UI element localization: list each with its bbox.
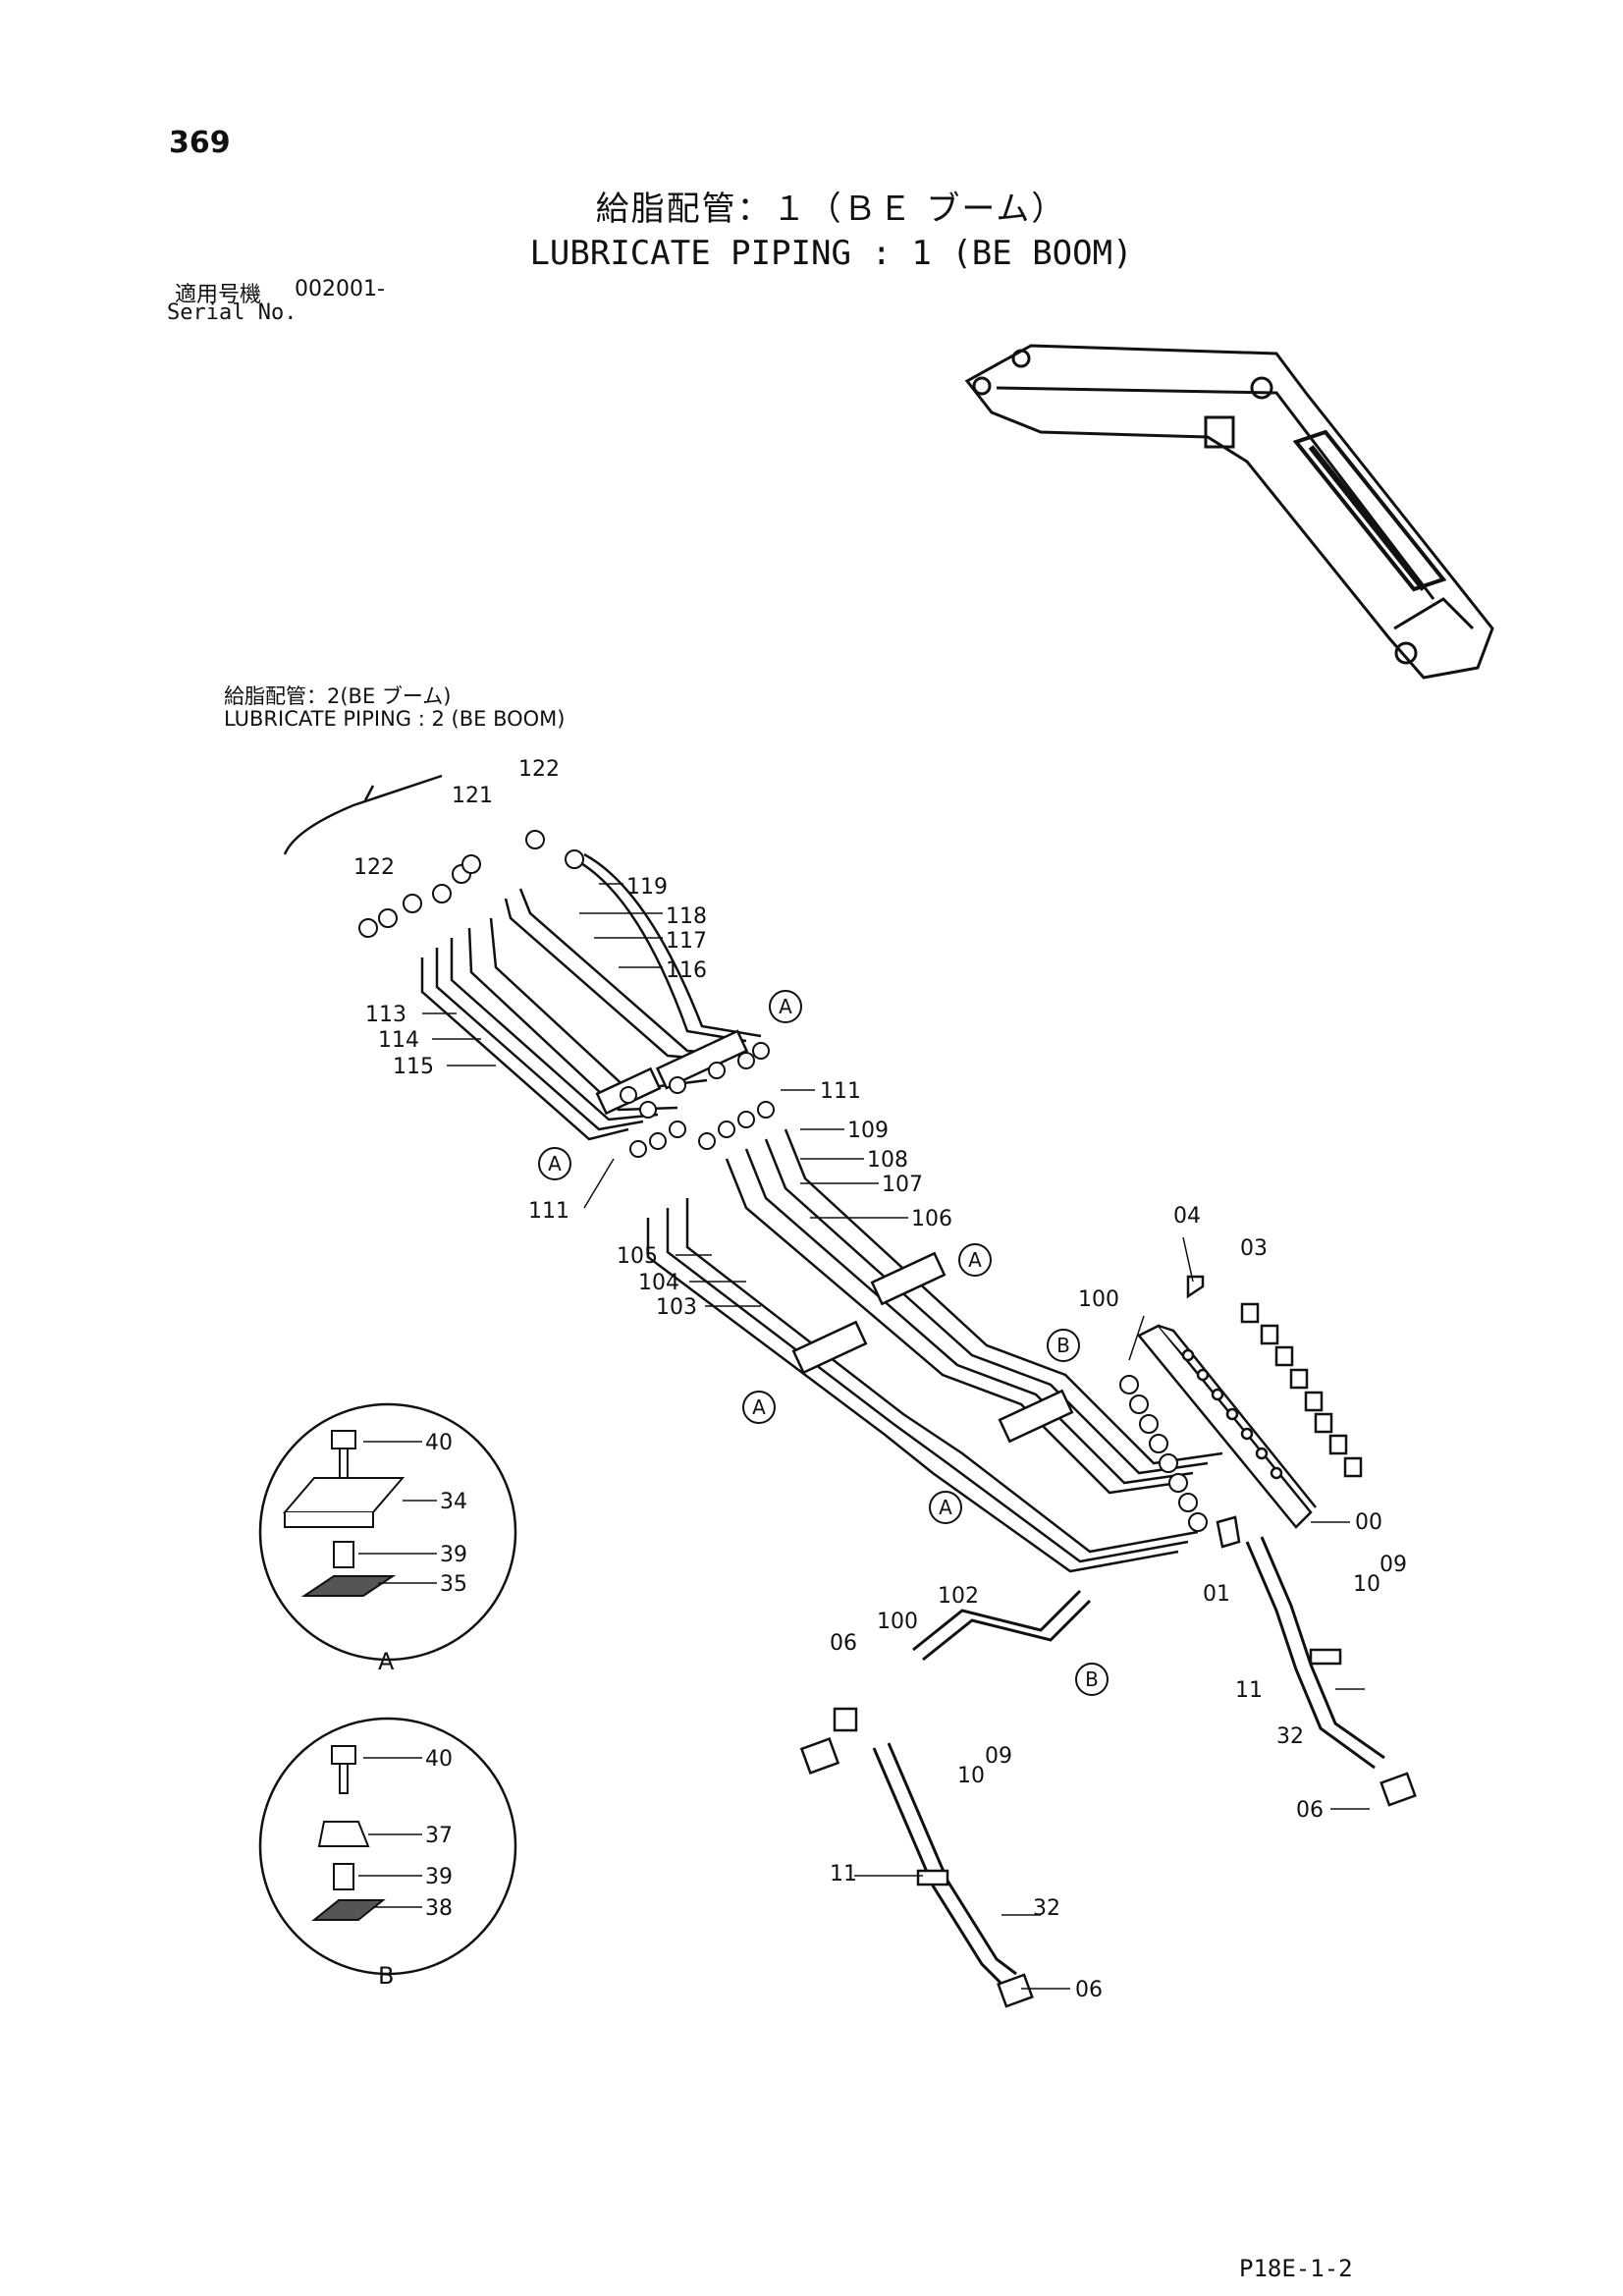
callout-116: 116 <box>666 958 707 983</box>
callout-121: 121 <box>452 784 493 808</box>
callout-117: 117 <box>666 929 707 954</box>
plug-04 <box>1186 1275 1205 1299</box>
callout-04: 04 <box>1173 1204 1201 1229</box>
part-callouts: 122 121 122 119 118 117 116 113 114 115 … <box>353 757 1407 2002</box>
callout-06-bottom: 06 <box>1075 1978 1103 2002</box>
reference-note-english: LUBRICATE PIPING : 2 (BE BOOM) <box>224 707 566 731</box>
callout-11-right: 11 <box>1235 1678 1263 1703</box>
view-marker-a-1: A <box>779 995 792 1018</box>
callout-100-left: 100 <box>877 1610 918 1634</box>
callout-105: 105 <box>617 1244 658 1269</box>
callout-115: 115 <box>393 1055 434 1079</box>
callout-32-left: 32 <box>1033 1896 1060 1921</box>
callout-102: 102 <box>938 1584 979 1609</box>
serial-number-value: 002001- <box>295 277 385 301</box>
callout-37: 37 <box>425 1824 453 1848</box>
callout-114: 114 <box>378 1028 419 1053</box>
callout-108: 108 <box>867 1148 908 1173</box>
elbow-fittings-upper <box>358 830 584 938</box>
detail-view-a: 40 34 39 35 A <box>258 1402 517 1675</box>
page-title-japanese: 給脂配管：１（ＢＥ ブーム） <box>595 190 1067 229</box>
callout-01: 01 <box>1203 1582 1230 1607</box>
view-marker-b-2: B <box>1085 1667 1099 1691</box>
upper-pipe-bundle <box>420 852 762 1141</box>
callout-00: 00 <box>1355 1510 1382 1535</box>
callout-09-left: 09 <box>985 1744 1012 1769</box>
callout-103: 103 <box>656 1295 697 1320</box>
view-marker-a-4: A <box>752 1395 766 1419</box>
callout-113: 113 <box>365 1003 406 1027</box>
callout-107: 107 <box>882 1173 923 1197</box>
serial-label-japanese: 適用号機 <box>175 283 262 307</box>
callout-106: 106 <box>911 1207 952 1231</box>
detail-view-b: 40 37 39 38 B <box>258 1717 517 1990</box>
leader-lines <box>422 883 1370 1990</box>
view-marker-b-1: B <box>1056 1334 1070 1357</box>
callout-111-right: 111 <box>820 1079 861 1104</box>
detail-label-b: B <box>378 1962 394 1990</box>
callout-39-a: 39 <box>440 1543 467 1567</box>
grease-manifold <box>1137 1275 1363 1549</box>
callout-11-left: 11 <box>830 1862 857 1886</box>
callout-100-right: 100 <box>1078 1287 1119 1312</box>
callout-09-right: 09 <box>1380 1553 1407 1577</box>
callout-34: 34 <box>440 1490 467 1514</box>
view-marker-a-2: A <box>548 1152 562 1175</box>
callout-104: 104 <box>638 1271 679 1295</box>
view-marker-a-3: A <box>968 1248 982 1272</box>
connector-fittings-row2 <box>629 1101 775 1158</box>
elbow-06-parts <box>799 1648 1417 2008</box>
callout-122-left: 122 <box>353 855 395 880</box>
callout-109: 109 <box>847 1119 889 1143</box>
callout-32-right: 32 <box>1276 1724 1304 1749</box>
page-title-english: LUBRICATE PIPING : 1 (BE BOOM) <box>529 234 1133 273</box>
view-marker-letters: A A A A A B B <box>548 995 1099 1691</box>
callout-35: 35 <box>440 1572 467 1597</box>
callout-111-left: 111 <box>528 1199 569 1224</box>
adapter-01 <box>1216 1515 1241 1549</box>
callout-40-a: 40 <box>425 1431 453 1455</box>
callout-10-left: 10 <box>957 1764 985 1788</box>
callout-03: 03 <box>1240 1236 1268 1261</box>
grease-nipples-03 <box>1240 1302 1363 1478</box>
page-number: 369 <box>169 126 231 160</box>
view-marker-circles <box>538 990 1109 1696</box>
callout-06-right: 06 <box>1296 1798 1324 1823</box>
callout-119: 119 <box>626 875 668 900</box>
callout-122-top: 122 <box>518 757 560 782</box>
callout-38: 38 <box>425 1896 453 1921</box>
callout-40-b: 40 <box>425 1747 453 1772</box>
callout-39-b: 39 <box>425 1865 453 1889</box>
pipe-clamps <box>595 1029 1074 1444</box>
lower-pipe-bundle <box>646 1128 1223 1573</box>
callout-118: 118 <box>666 904 707 929</box>
serial-label-english: Serial No. <box>167 301 298 325</box>
fitting-stack-100 <box>1119 1375 1208 1532</box>
boom-overview-illustration <box>964 344 1494 680</box>
footer-code: P18E-1-2 <box>1239 2255 1353 2282</box>
reference-bracket <box>283 774 443 855</box>
fittings <box>358 830 1208 1532</box>
callout-10-right: 10 <box>1353 1572 1380 1597</box>
reference-note-japanese: 給脂配管：2(BE ブーム) <box>224 684 452 708</box>
connector-fittings-row1 <box>620 1042 770 1119</box>
view-marker-a-5: A <box>939 1496 952 1519</box>
detail-label-a: A <box>378 1648 395 1675</box>
callout-06-left: 06 <box>830 1631 857 1656</box>
